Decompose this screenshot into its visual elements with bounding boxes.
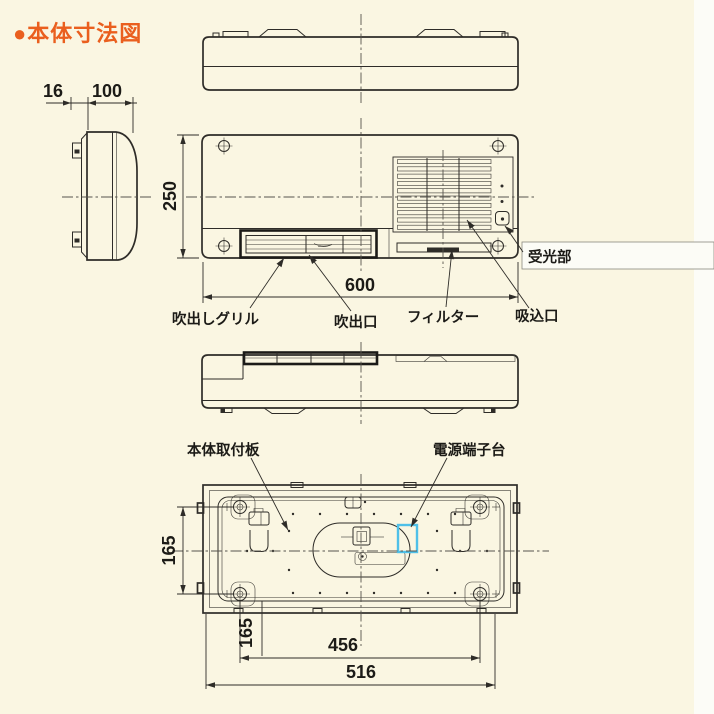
label-blowout-port: 吹出口 bbox=[334, 313, 378, 331]
dim-165-offset-text: 165 bbox=[236, 618, 256, 648]
front-screw-top-right bbox=[489, 137, 507, 155]
dimension-width: 600 bbox=[202, 262, 519, 303]
dim-250-text: 250 bbox=[160, 181, 180, 211]
rear-dimensions: 165 165 456 516 bbox=[159, 506, 496, 689]
label-blowout-grille: 吹出しグリル bbox=[172, 310, 259, 328]
front-screw-bottom-right bbox=[489, 237, 507, 255]
right-hook-cutouts bbox=[450, 508, 472, 552]
mount-screw-top-right bbox=[469, 496, 491, 518]
dim-16-text: 16 bbox=[43, 81, 63, 101]
front-screw-top-left bbox=[215, 137, 233, 155]
left-hook-cutouts bbox=[248, 508, 270, 552]
front-part-labels: 吹出しグリル 吹出口 フィルター 吸込口 受光部 bbox=[172, 219, 714, 331]
label-filter: フィルター bbox=[407, 309, 479, 326]
dimension-depth: 16 100 bbox=[43, 81, 137, 133]
dim-456-text: 456 bbox=[328, 635, 358, 655]
dim-165-vertical-text: 165 bbox=[159, 535, 179, 565]
rear-part-labels: 本体取付板 電源端子台 bbox=[187, 441, 506, 531]
plate-hole-dots bbox=[245, 512, 489, 595]
center-fixing bbox=[341, 526, 384, 561]
wiring-knockout-oval bbox=[312, 522, 411, 578]
dim-600-text: 600 bbox=[345, 275, 375, 295]
light-receiver-sensor bbox=[495, 211, 510, 226]
dim-516-text: 516 bbox=[346, 662, 376, 682]
bottom-view bbox=[201, 342, 519, 424]
dimension-height: 250 bbox=[160, 134, 199, 259]
label-light-receiver: 受光部 bbox=[528, 248, 572, 266]
rear-view bbox=[172, 474, 549, 646]
power-terminal-highlight bbox=[396, 523, 419, 554]
label-mounting-plate: 本体取付板 bbox=[187, 441, 260, 459]
filter-slot bbox=[396, 242, 492, 253]
label-intake-port: 吸込口 bbox=[515, 307, 559, 325]
top-center-clip bbox=[344, 496, 367, 509]
label-power-terminal: 電源端子台 bbox=[433, 441, 506, 459]
front-view bbox=[186, 118, 534, 272]
side-view bbox=[62, 131, 152, 261]
blowout-grille bbox=[239, 229, 378, 259]
front-screw-bottom-left bbox=[215, 237, 233, 255]
page-right-margin bbox=[694, 0, 714, 714]
intake-grille bbox=[392, 156, 514, 233]
top-view bbox=[202, 14, 519, 105]
page-title: ●本体寸法図 bbox=[13, 21, 143, 46]
dim-100-text: 100 bbox=[92, 81, 122, 101]
light-receiver-callout-box bbox=[521, 241, 714, 270]
